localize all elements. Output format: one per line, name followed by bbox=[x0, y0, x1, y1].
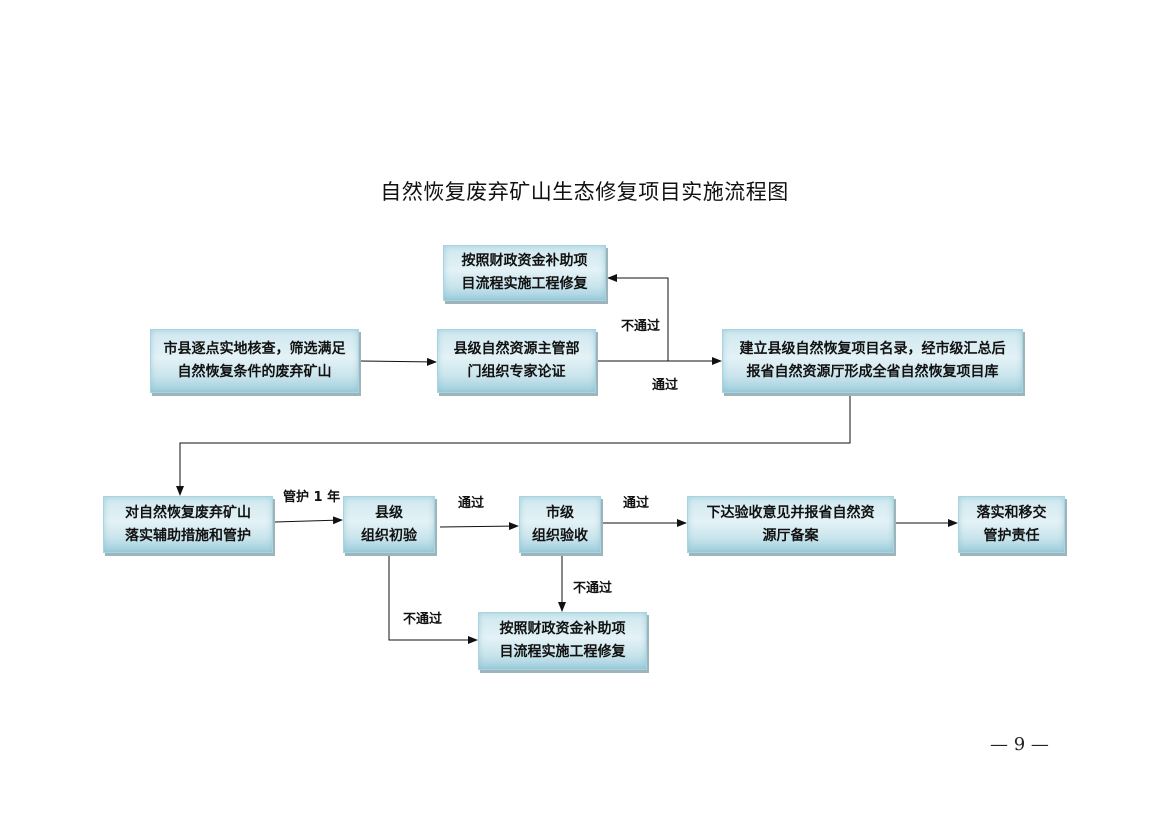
edge-label-fail-top: 不通过 bbox=[621, 319, 661, 334]
arrow-county-to-city bbox=[439, 522, 519, 531]
edge-label-pass-city: 通过 bbox=[623, 496, 650, 511]
node-assist-measures: 对自然恢复废弃矿山 落实辅助措施和管护 bbox=[103, 496, 273, 553]
page-number: — 9 — bbox=[990, 734, 1049, 755]
node-expert-review: 县级自然资源主管部 门组织专家论证 bbox=[437, 329, 596, 393]
arrow-county-fail-to-fiscal bbox=[388, 554, 478, 644]
node-label: 建立县级自然恢复项目名录，经市级汇总后 报省自然资源厅形成全省自然恢复项目库 bbox=[739, 341, 1006, 380]
edge-label-fail-county: 不通过 bbox=[403, 612, 443, 627]
edge-label-fail-city: 不通过 bbox=[573, 581, 613, 596]
diagram-title: 自然恢复废弃矿山生态修复项目实施流程图 bbox=[380, 180, 789, 204]
node-label: 按照财政资金补助项 目流程实施工程修复 bbox=[461, 253, 588, 292]
arrow-library-to-assist bbox=[176, 394, 851, 496]
node-report-filing: 下达验收意见并报省自然资 源厅备案 bbox=[687, 496, 894, 553]
node-handover: 落实和移交 管护责任 bbox=[958, 496, 1065, 553]
node-label: 落实和移交 管护责任 bbox=[976, 504, 1047, 544]
node-label: 县级自然资源主管部 门组织专家论证 bbox=[453, 341, 580, 380]
node-county-inspection: 县级 组织初验 bbox=[343, 496, 435, 553]
node-fiscal-repair-bottom: 按照财政资金补助项 目流程实施工程修复 bbox=[478, 612, 647, 670]
arrow-assist-to-county bbox=[274, 516, 343, 525]
node-label: 市级 组织验收 bbox=[532, 504, 588, 544]
arrow-screening-to-review bbox=[359, 357, 437, 366]
node-fiscal-repair-top: 按照财政资金补助项 目流程实施工程修复 bbox=[443, 245, 606, 301]
node-label: 县级 组织初验 bbox=[361, 504, 417, 544]
node-label: 对自然恢复废弃矿山 落实辅助措施和管护 bbox=[125, 504, 251, 544]
edge-label-pass-county: 通过 bbox=[458, 496, 485, 511]
node-label: 按照财政资金补助项 目流程实施工程修复 bbox=[499, 621, 626, 660]
node-label: 下达验收意见并报省自然资 源厅备案 bbox=[706, 504, 875, 544]
node-label: 市县逐点实地核查，筛选满足 自然恢复条件的废弃矿山 bbox=[163, 341, 346, 380]
node-city-acceptance: 市级 组织验收 bbox=[519, 496, 601, 553]
node-project-library: 建立县级自然恢复项目名录，经市级汇总后 报省自然资源厅形成全省自然恢复项目库 bbox=[722, 329, 1023, 393]
node-screening: 市县逐点实地核查，筛选满足 自然恢复条件的废弃矿山 bbox=[150, 329, 359, 393]
edge-label-maintain-1yr: 管护 1 年 bbox=[283, 490, 341, 505]
edge-label-pass-top: 通过 bbox=[652, 378, 679, 393]
